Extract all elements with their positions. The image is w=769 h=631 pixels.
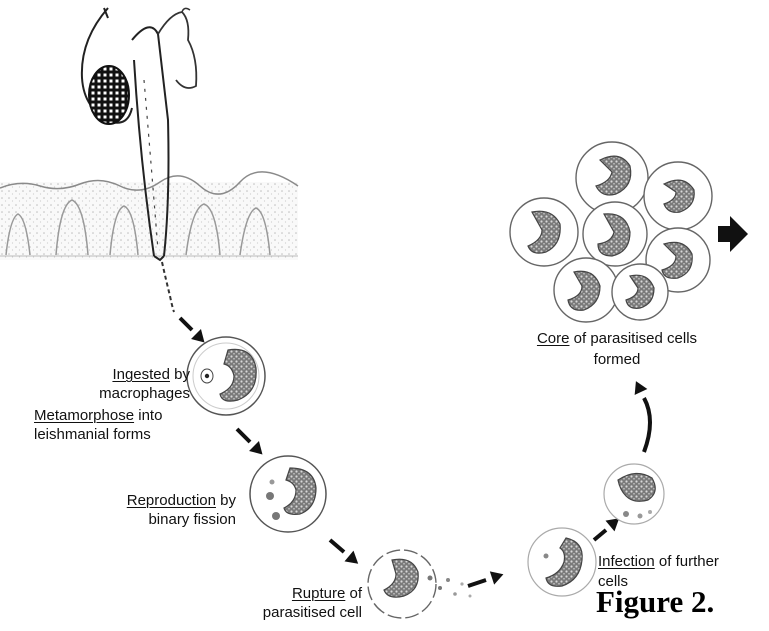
rupture-rest: of [345, 585, 362, 602]
core-cell [583, 202, 647, 266]
sandfly-eye [89, 66, 129, 124]
label-infection: Infection of further [598, 552, 768, 571]
arrow-to-new-cell [468, 568, 506, 586]
metamorphose-rest: into [134, 407, 162, 424]
macrophage-ingested [187, 337, 265, 415]
label-metamorphose: Metamorphose into [34, 406, 234, 425]
core-key: Core [537, 330, 570, 347]
macrophage-dividing [250, 456, 326, 532]
ingested-key: Ingested [112, 366, 170, 383]
reproduction-rest: by [216, 492, 236, 509]
metamorphose-key: Metamorphose [34, 407, 134, 424]
rupture-key: Rupture [292, 585, 345, 602]
infection-rest: of further [655, 553, 719, 570]
core-of-parasitised-cells [510, 142, 712, 322]
sandfly-proboscis [82, 8, 196, 312]
core-cell [612, 264, 668, 320]
core-cell [554, 258, 618, 322]
reproduction-key: Reproduction [127, 492, 216, 509]
arrow-to-rupture [330, 540, 363, 569]
label-macrophages: macrophages [40, 384, 190, 403]
newly-infected-cell [528, 528, 596, 596]
infection-key: Infection [598, 553, 655, 570]
label-binary-fission: binary fission [50, 510, 236, 529]
core-cell [644, 162, 712, 230]
arrow-to-core [630, 378, 650, 452]
label-parasitised-cell: parasitised cell [196, 603, 362, 622]
figure-caption: Figure 2. [596, 584, 714, 620]
label-leishmanial-forms: leishmanial forms [34, 425, 234, 444]
arrow-to-reproduction [237, 429, 267, 459]
label-core: Core of parasitised cells [502, 329, 732, 348]
macrophage-rupturing [368, 550, 472, 618]
ingested-rest: by [170, 366, 190, 383]
further-infected-cell [604, 464, 664, 524]
core-cell [510, 198, 578, 266]
label-formed: formed [502, 350, 732, 369]
label-rupture: Rupture of [196, 584, 362, 603]
label-ingested: Ingested by [40, 365, 190, 384]
core-rest: of parasitised cells [569, 330, 697, 347]
arrow-continue-right [718, 216, 748, 252]
label-reproduction: Reproduction by [50, 491, 236, 510]
